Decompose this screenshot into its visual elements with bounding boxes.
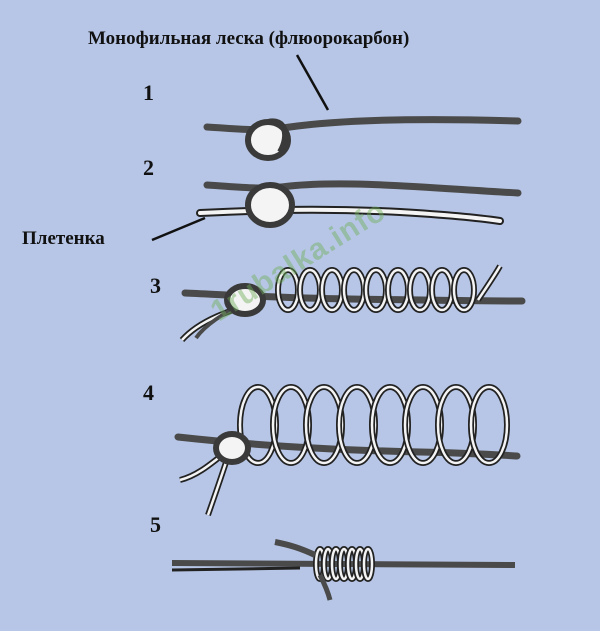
step-4-coil-inner [469,385,509,465]
step-3-drawing [179,264,526,343]
step-number-5: 5 [150,512,161,537]
step-1-mono-line [203,116,522,134]
step-4-coils [237,384,510,466]
step-5-wraps [313,546,375,582]
leader-lines [151,54,330,242]
mono-leader-line [295,54,330,111]
braid-label: Плетенка [22,228,105,249]
step-5-braid-line [171,566,301,572]
step-4-drawing [174,384,521,516]
step-5-wrap-inner [362,547,374,581]
step-number-2: 2 [143,155,154,180]
step-5-drawing [171,539,516,601]
step-3-loop [224,283,266,317]
braid-leader-line [151,216,206,242]
step-number-4: 4 [143,380,154,405]
mono-line-label: Монофильная леска (флюорокарбон) [88,28,410,49]
step-number-3: 3 [150,273,161,298]
step-2-mono-line [203,180,522,197]
step-2-loop [245,182,295,228]
step-3-coils [275,267,477,313]
step-3-coil-inner [452,268,476,312]
step-1-drawing [203,116,522,161]
step-5-mono-line [171,560,516,568]
step-number-1: 1 [143,80,154,105]
step-2-drawing [196,180,522,228]
